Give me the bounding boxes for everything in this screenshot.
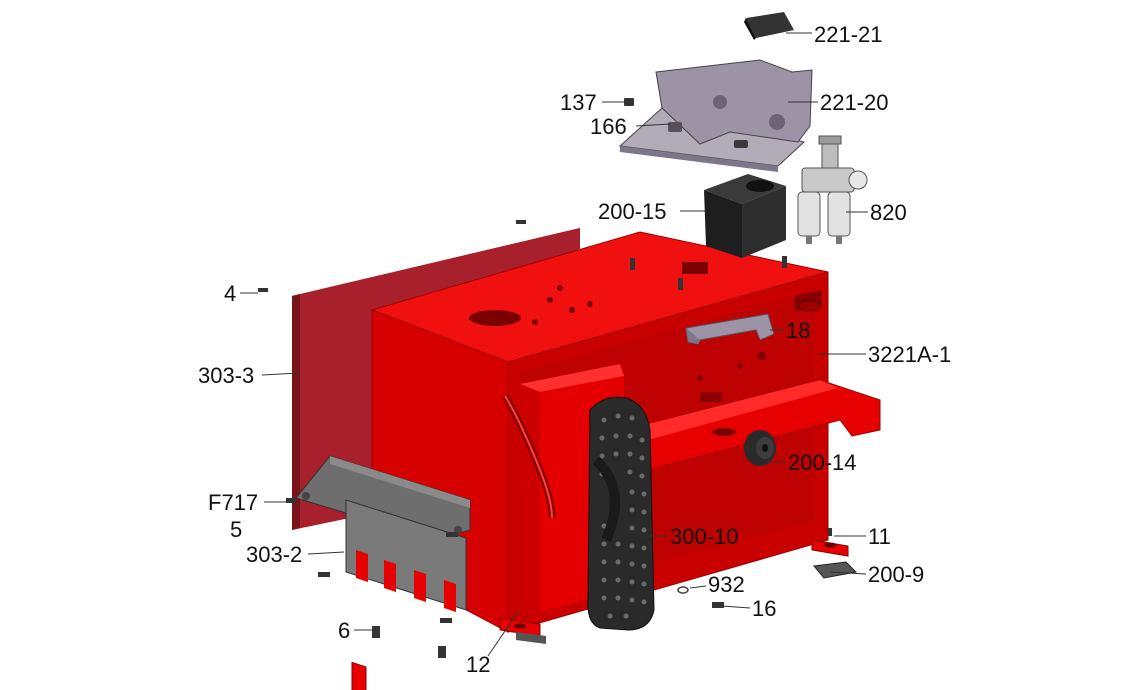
callout-f717: F717 bbox=[208, 490, 258, 515]
part-221-21 bbox=[744, 12, 794, 40]
callout-11: 11 bbox=[868, 524, 891, 549]
callout-200-15: 200-15 bbox=[598, 199, 667, 224]
callout-303-2: 303-2 bbox=[246, 542, 302, 567]
callout-labels: 221-21 221-20 137 166 200-15 820 4 303-3… bbox=[198, 22, 951, 677]
bracket-18 bbox=[685, 313, 775, 345]
side-rails bbox=[647, 379, 881, 471]
callout-200-9: 200-9 bbox=[868, 562, 924, 587]
screws bbox=[258, 98, 832, 658]
bracket-221-20 bbox=[618, 59, 813, 172]
callout-4: 4 bbox=[224, 281, 236, 306]
roller-200-14 bbox=[744, 430, 776, 466]
block-200-15 bbox=[704, 174, 786, 258]
callout-16: 16 bbox=[752, 596, 776, 621]
callout-3221a-1: 3221A-1 bbox=[868, 342, 951, 367]
callout-137: 137 bbox=[560, 90, 597, 115]
callout-200-14: 200-14 bbox=[788, 450, 857, 475]
pedal-300-10 bbox=[587, 396, 655, 631]
callout-303-3: 303-3 bbox=[198, 363, 254, 388]
callout-166: 166 bbox=[590, 114, 627, 139]
pad-200-9 bbox=[813, 561, 858, 579]
callout-820: 820 bbox=[870, 200, 907, 225]
callout-18: 18 bbox=[786, 318, 810, 343]
callout-221-20: 221-20 bbox=[820, 90, 889, 115]
leader-lines bbox=[240, 32, 868, 657]
callout-6: 6 bbox=[338, 618, 350, 643]
callout-5: 5 bbox=[230, 517, 242, 542]
callout-221-21: 221-21 bbox=[814, 22, 883, 47]
filter-regulator-820 bbox=[797, 135, 868, 244]
front-cover-303-2 bbox=[295, 455, 471, 690]
callout-12: 12 bbox=[466, 652, 490, 677]
callout-932: 932 bbox=[708, 572, 745, 597]
callout-300-10: 300-10 bbox=[670, 524, 739, 549]
base-feet bbox=[499, 539, 849, 644]
